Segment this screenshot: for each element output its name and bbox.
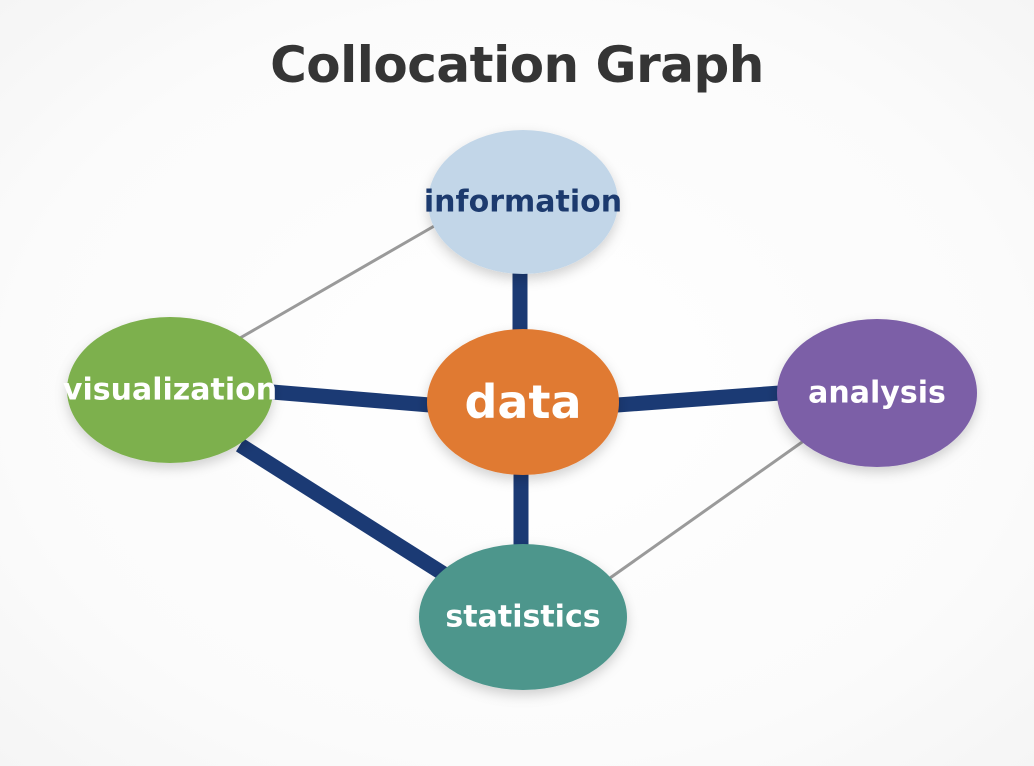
edges-layer (235, 223, 806, 583)
node-analysis[interactable]: analysis (777, 319, 977, 467)
node-visualization[interactable]: visualization (63, 317, 277, 463)
node-statistics[interactable]: statistics (419, 544, 627, 690)
node-visualization-label: visualization (63, 373, 277, 408)
node-information-label: information (424, 185, 622, 220)
node-analysis-label: analysis (808, 376, 946, 411)
node-statistics-label: statistics (445, 600, 600, 635)
node-data-ellipse (427, 329, 619, 475)
edge-data-analysis (616, 385, 781, 413)
edge-data-visualization (271, 384, 431, 413)
node-information-ellipse (428, 130, 618, 274)
node-information[interactable]: information (424, 130, 622, 274)
node-analysis-ellipse (777, 319, 977, 467)
node-data-label: data (465, 375, 582, 429)
nodes-layer: information visualization data analysis stat… (63, 130, 977, 690)
node-data[interactable]: data (427, 329, 619, 475)
edge-visualization-information (239, 223, 437, 340)
edge-analysis-statistics (609, 438, 806, 580)
diagram-title: Collocation Graph (270, 36, 764, 94)
edge-visualization-statistics (235, 438, 452, 583)
node-statistics-ellipse (419, 544, 627, 690)
node-visualization-ellipse (67, 317, 273, 463)
